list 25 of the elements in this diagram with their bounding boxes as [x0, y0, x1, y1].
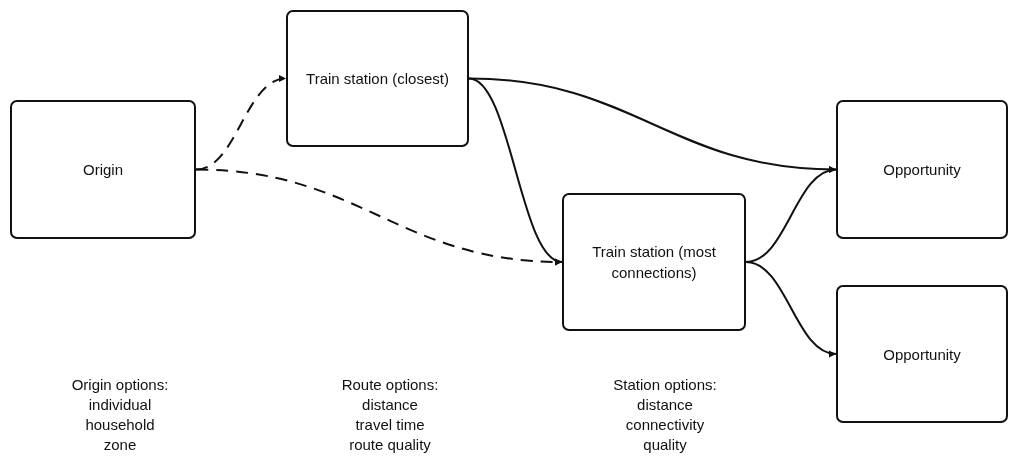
option-item: individual — [88, 395, 152, 415]
box-label: Origin — [83, 160, 123, 180]
box-label: Opportunity — [883, 344, 961, 365]
options-heading: Origin options: — [71, 375, 169, 395]
options-heading: Station options: — [613, 375, 717, 395]
arrow — [468, 77, 563, 263]
option-item: quality — [643, 435, 687, 455]
option-item: route quality — [349, 435, 431, 455]
process-box — [562, 193, 746, 331]
arrow — [745, 261, 837, 357]
process-box — [286, 10, 469, 147]
process-box — [836, 100, 1008, 239]
option-item: connectivity — [625, 415, 705, 435]
box-label: Train station (most connections) — [591, 242, 717, 283]
arrow — [195, 76, 287, 171]
option-item: zone — [103, 435, 137, 455]
option-item: travel time — [355, 415, 425, 435]
box-label: Opportunity — [883, 160, 961, 180]
box-label: Train station (closest) — [306, 69, 449, 89]
process-box — [10, 100, 196, 239]
options-heading: Route options: — [341, 375, 439, 395]
option-item: distance — [637, 395, 693, 415]
process-box — [836, 285, 1008, 423]
option-item: distance — [362, 395, 418, 415]
option-item: household — [85, 415, 155, 435]
